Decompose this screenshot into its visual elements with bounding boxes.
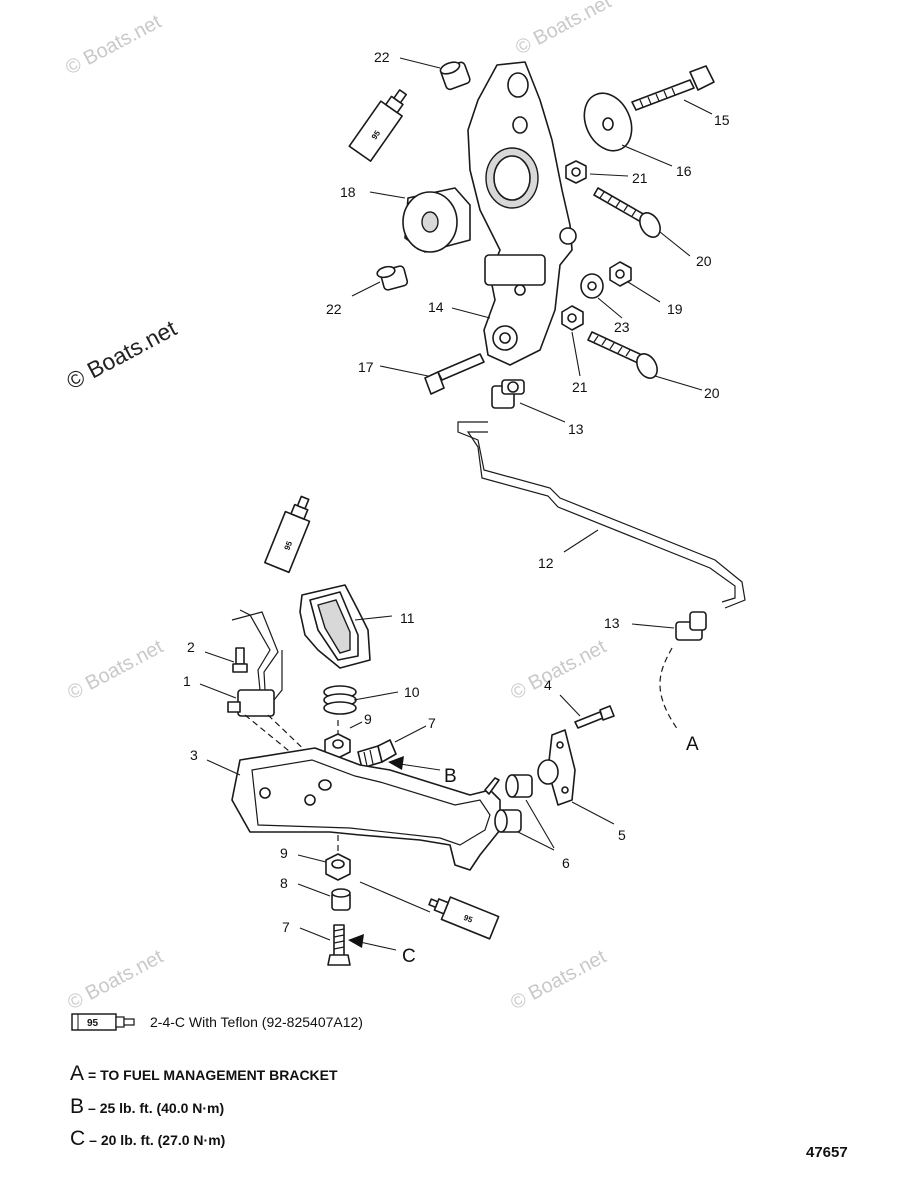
leader-lines [199, 57, 713, 941]
bolt-20-upper [593, 187, 661, 238]
note-a-letter: A [70, 1062, 85, 1085]
sealant-description: 2-4-C With Teflon (92-825407A12) [150, 1014, 363, 1030]
spacer-22-lower [376, 265, 409, 291]
bracket-5 [537, 729, 576, 806]
reference-number: 47657 [806, 1144, 848, 1161]
note-a-text: = TO FUEL MANAGEMENT BRACKET [88, 1067, 338, 1083]
cover-11 [299, 584, 371, 669]
callout-3: 3 [190, 747, 198, 763]
note-c-letter: C [70, 1127, 86, 1150]
letter-a: A [686, 734, 699, 755]
sealant-tube-number: 95 [87, 1018, 99, 1029]
callout-9: 9 [364, 711, 372, 727]
callout-5: 5 [618, 827, 626, 843]
lever-3 [231, 747, 501, 871]
spacer-22-upper [439, 61, 471, 91]
nut-9-lower [325, 853, 351, 881]
callout-12: 12 [538, 555, 554, 571]
bushing-18 [402, 187, 471, 253]
link-connector-13-upper [491, 379, 525, 409]
callout-4: 4 [544, 677, 552, 693]
svg-text:95: 95 [283, 539, 295, 551]
bolt-15 [631, 65, 715, 111]
callout-21: 21 [572, 379, 588, 395]
callout-7: 7 [282, 919, 290, 935]
screw-4 [574, 705, 615, 729]
watermark: © Boats.net [507, 636, 610, 705]
callout-2: 2 [187, 639, 195, 655]
callout-20: 20 [704, 385, 720, 401]
note-b-text: – 25 lb. ft. (40.0 N·m) [88, 1100, 225, 1116]
arrow-c [348, 934, 397, 951]
note-a: A= TO FUEL MANAGEMENT BRACKET [70, 1062, 338, 1086]
steering-bracket-14 [467, 61, 577, 366]
sealant-tube-icon: 95 [71, 1013, 135, 1031]
watermark: © Boats.net [64, 636, 167, 705]
watermark: © Boats.net [507, 946, 610, 1015]
svg-text:95: 95 [462, 913, 474, 925]
spring-10 [323, 685, 357, 715]
nut-21-upper [565, 160, 587, 184]
callout-22: 22 [374, 49, 390, 65]
route-to-a [659, 647, 679, 731]
callout-23: 23 [614, 319, 630, 335]
stud [484, 777, 500, 795]
bushing-6-upper [505, 774, 533, 798]
callout-19: 19 [667, 301, 683, 317]
sealant-tube-middle: 95 [264, 495, 311, 574]
nut-21-lower [561, 305, 584, 331]
arrow-b [388, 756, 441, 771]
callout-10: 10 [404, 684, 420, 700]
note-b-letter: B [70, 1095, 85, 1118]
letter-c: C [402, 946, 416, 967]
note-c-text: – 20 lb. ft. (27.0 N·m) [89, 1132, 226, 1148]
letter-b: B [444, 766, 457, 787]
callout-1: 1 [183, 673, 191, 689]
callout-13: 13 [568, 421, 584, 437]
guide-line [244, 714, 301, 761]
sealant-tube-upper: 95 [348, 89, 408, 162]
callout-6: 6 [562, 855, 570, 871]
watermark: © Boats.net [512, 0, 615, 59]
callout-11: 11 [400, 610, 415, 626]
callout-13: 13 [604, 615, 620, 631]
watermark: © Boats.net [64, 946, 167, 1015]
screw-2 [232, 647, 248, 673]
sensor-1 [227, 609, 283, 717]
callout-16: 16 [676, 163, 692, 179]
callout-21: 21 [632, 170, 648, 186]
bolt-7-lower [327, 924, 351, 966]
bushing-6-lower [494, 809, 522, 833]
sealant-tube-lower: 95 [428, 896, 500, 940]
note-c: C– 20 lb. ft. (27.0 N·m) [70, 1127, 225, 1151]
pin-17 [424, 353, 485, 395]
callout-17: 17 [358, 359, 374, 375]
washer-23 [580, 273, 604, 299]
callout-22: 22 [326, 301, 342, 317]
bolt-7-upper [357, 739, 397, 769]
bushing-8 [331, 888, 351, 911]
sealant-legend: 95 2-4-C With Teflon (92-825407A12) [70, 1010, 363, 1034]
callout-14: 14 [428, 299, 444, 315]
link-rod-12 [457, 421, 746, 609]
washer-16 [583, 92, 633, 152]
callout-9: 9 [280, 845, 288, 861]
watermark: © Boats.net [62, 315, 181, 395]
bolt-20-lower [587, 331, 658, 379]
callout-15: 15 [714, 112, 730, 128]
note-b: B– 25 lb. ft. (40.0 N·m) [70, 1095, 224, 1119]
watermark: © Boats.net [62, 11, 165, 80]
link-connector-13-lower [675, 611, 707, 641]
callout-18: 18 [340, 184, 356, 200]
callout-8: 8 [280, 875, 288, 891]
nut-19 [609, 261, 632, 287]
callout-7: 7 [428, 715, 436, 731]
callout-20: 20 [696, 253, 712, 269]
